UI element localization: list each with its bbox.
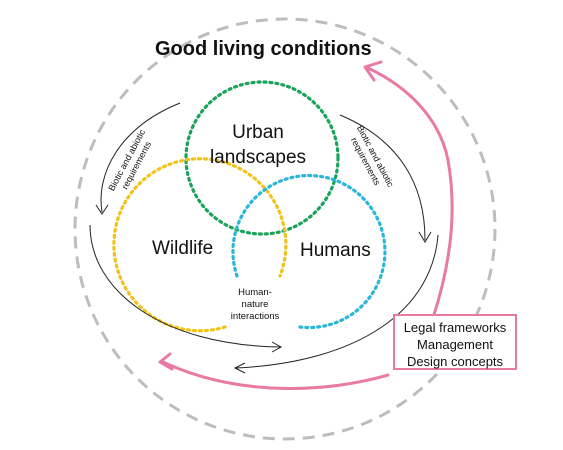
hni-line-3: interactions bbox=[230, 311, 280, 322]
pink-arrow-top bbox=[366, 66, 454, 320]
cycle-arrows bbox=[89, 102, 439, 374]
left-requirements-arrow bbox=[100, 102, 181, 213]
box-item-design-concepts: Design concepts bbox=[406, 354, 504, 369]
wildlife-circle bbox=[112, 157, 288, 333]
human-nature-interactions-label: Human- nature interactions bbox=[220, 287, 290, 323]
pink-arrowhead-top bbox=[363, 60, 383, 82]
right-bottom-arrowhead bbox=[233, 362, 246, 374]
humans-label: Humans bbox=[300, 240, 371, 261]
pink-arrows bbox=[158, 60, 454, 390]
left-requirements-arrowhead bbox=[95, 204, 109, 215]
pink-arrowhead-bottom bbox=[158, 352, 174, 371]
diagram-title: Good living conditions bbox=[155, 38, 372, 60]
urban-landscapes-label: Urban landscapes bbox=[203, 120, 313, 170]
right-requirements-arrowhead bbox=[418, 231, 432, 243]
hni-line-2: nature bbox=[241, 299, 269, 310]
wildlife-label: Wildlife bbox=[152, 238, 214, 259]
pink-arrow-bottom bbox=[161, 360, 390, 390]
urban-label-line-1: Urban bbox=[232, 122, 284, 143]
urban-landscapes-circle bbox=[184, 80, 340, 236]
humans-circle bbox=[231, 173, 387, 330]
urban-label-line-2: landscapes bbox=[209, 147, 307, 168]
hni-line-1: Human- bbox=[238, 287, 272, 298]
left-bottom-arrow bbox=[89, 224, 281, 348]
left-bottom-arrowhead bbox=[271, 341, 283, 353]
box-item-legal-frameworks: Legal frameworks bbox=[403, 320, 507, 335]
outer-dashed-circle bbox=[73, 17, 497, 441]
box-item-management: Management bbox=[417, 337, 493, 352]
right-bottom-arrow bbox=[235, 234, 439, 369]
right-requirements-arrow bbox=[339, 114, 426, 241]
interventions-box: Legal frameworks Management Design conce… bbox=[393, 314, 517, 370]
